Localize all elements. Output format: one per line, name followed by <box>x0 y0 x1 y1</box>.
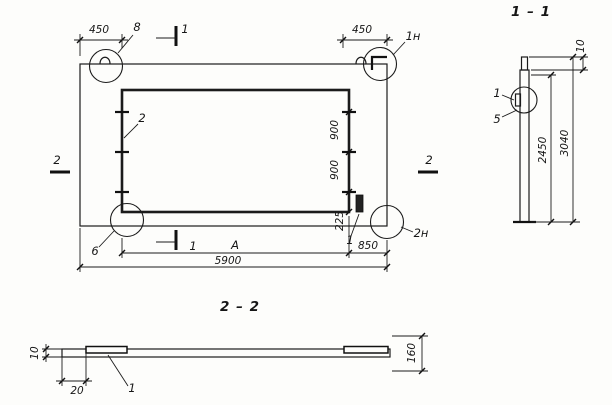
section-2-left-label: 2 <box>53 153 60 167</box>
section-1-1-loop-stub <box>520 56 529 71</box>
section-2-right-label: 2 <box>425 153 432 167</box>
leader-callout-1 <box>350 213 360 237</box>
dim-160-label: 160 <box>406 343 418 363</box>
leader-s22-1 <box>107 354 129 387</box>
dim-bottom-chain: А 850 <box>118 216 391 272</box>
dim-2450-label: 2450 <box>537 136 549 163</box>
dim-450-left: 450 <box>74 24 128 56</box>
leader-node-1n <box>392 41 406 56</box>
section-2-2-left-plate <box>85 345 128 354</box>
section-2-2-panel-strip <box>61 348 391 358</box>
leader-node-6 <box>98 230 115 248</box>
callout-label-1: 1 <box>346 233 353 247</box>
section-1-1-view: 1 – 1 1 5 2450 3040 10 <box>493 4 588 226</box>
dim-900-upper-label: 900 <box>329 120 341 140</box>
dim-850-label: 850 <box>358 240 378 252</box>
dim-10-label-s22: 10 <box>29 346 41 360</box>
lifting-loop-right <box>355 56 367 65</box>
node-circle-bottom-left <box>109 202 145 238</box>
dim-5900-label: 5900 <box>215 255 242 267</box>
node-label-bottom-left: 6 <box>91 244 98 258</box>
node-circle-top-left <box>88 48 124 84</box>
lifting-loop-left <box>99 56 111 65</box>
node-label-top-left: 8 <box>133 20 140 34</box>
section-1-1-embed <box>514 93 522 107</box>
node-label-bottom-right: 2н <box>414 226 429 240</box>
leader-callout-2 <box>123 123 139 139</box>
dim-3040-label: 3040 <box>559 129 571 156</box>
dim-20-label: 20 <box>70 385 84 397</box>
edge-embed-ticks <box>115 110 356 194</box>
dim-160-s22: 160 <box>392 332 428 375</box>
panel-opening-outline <box>120 88 351 214</box>
embed-plate-bar <box>355 194 364 213</box>
section-marker-1-top: 1 <box>156 22 189 46</box>
dim-450-right: 450 <box>337 24 393 48</box>
section-2-2-callout-1: 1 <box>128 381 135 395</box>
section-2-2-right-plate <box>343 345 389 354</box>
section-1-1-title: 1 – 1 <box>511 4 551 20</box>
dim-900-chain: 900 900 225 <box>329 108 353 231</box>
dim-A-label: А <box>230 238 239 252</box>
section-1-1-callout-5: 5 <box>493 112 500 126</box>
dim-20-s22: 20 <box>56 353 92 397</box>
section-1-1-callout-1: 1 <box>493 86 500 100</box>
section-1-top-label: 1 <box>181 22 188 36</box>
leader-node-2n <box>400 226 414 233</box>
section-marker-2-left: 2 <box>50 153 70 174</box>
node-circle-bottom-right <box>369 204 405 240</box>
plan-view: 8 1н 6 2н 2 1 1 1 2 2 <box>50 20 438 272</box>
leader-node-8 <box>117 34 134 54</box>
node-label-top-right: 1н <box>406 29 421 43</box>
section-1-1-dims: 2450 3040 10 <box>529 39 588 226</box>
dim-450-left-label: 450 <box>89 24 109 36</box>
callout-label-2: 2 <box>138 111 145 125</box>
section-marker-2-right: 2 <box>418 153 438 174</box>
dim-900-lower-label: 900 <box>329 160 341 180</box>
dim-5900: 5900 <box>76 228 391 272</box>
section-marker-1-bottom: 1 <box>156 230 197 253</box>
dim-10-label-s11: 10 <box>575 39 587 53</box>
leader-s11-1 <box>501 94 515 101</box>
dim-450-right-label: 450 <box>352 24 372 36</box>
section-1-bottom-label: 1 <box>189 239 196 253</box>
section-1-1-detail-circle <box>510 86 538 114</box>
section-2-2-view: 2 – 2 10 20 1 <box>29 299 428 397</box>
dim-225-label: 225 <box>334 211 346 231</box>
leader-s11-5 <box>501 109 518 118</box>
section-2-2-title: 2 – 2 <box>220 299 260 315</box>
corner-embed-angle <box>370 55 387 70</box>
dim-10-s22: 10 <box>29 344 62 362</box>
section-1-1-panel-strip <box>519 69 530 223</box>
node-circle-top-right <box>362 46 398 82</box>
panel-outline <box>79 63 388 227</box>
